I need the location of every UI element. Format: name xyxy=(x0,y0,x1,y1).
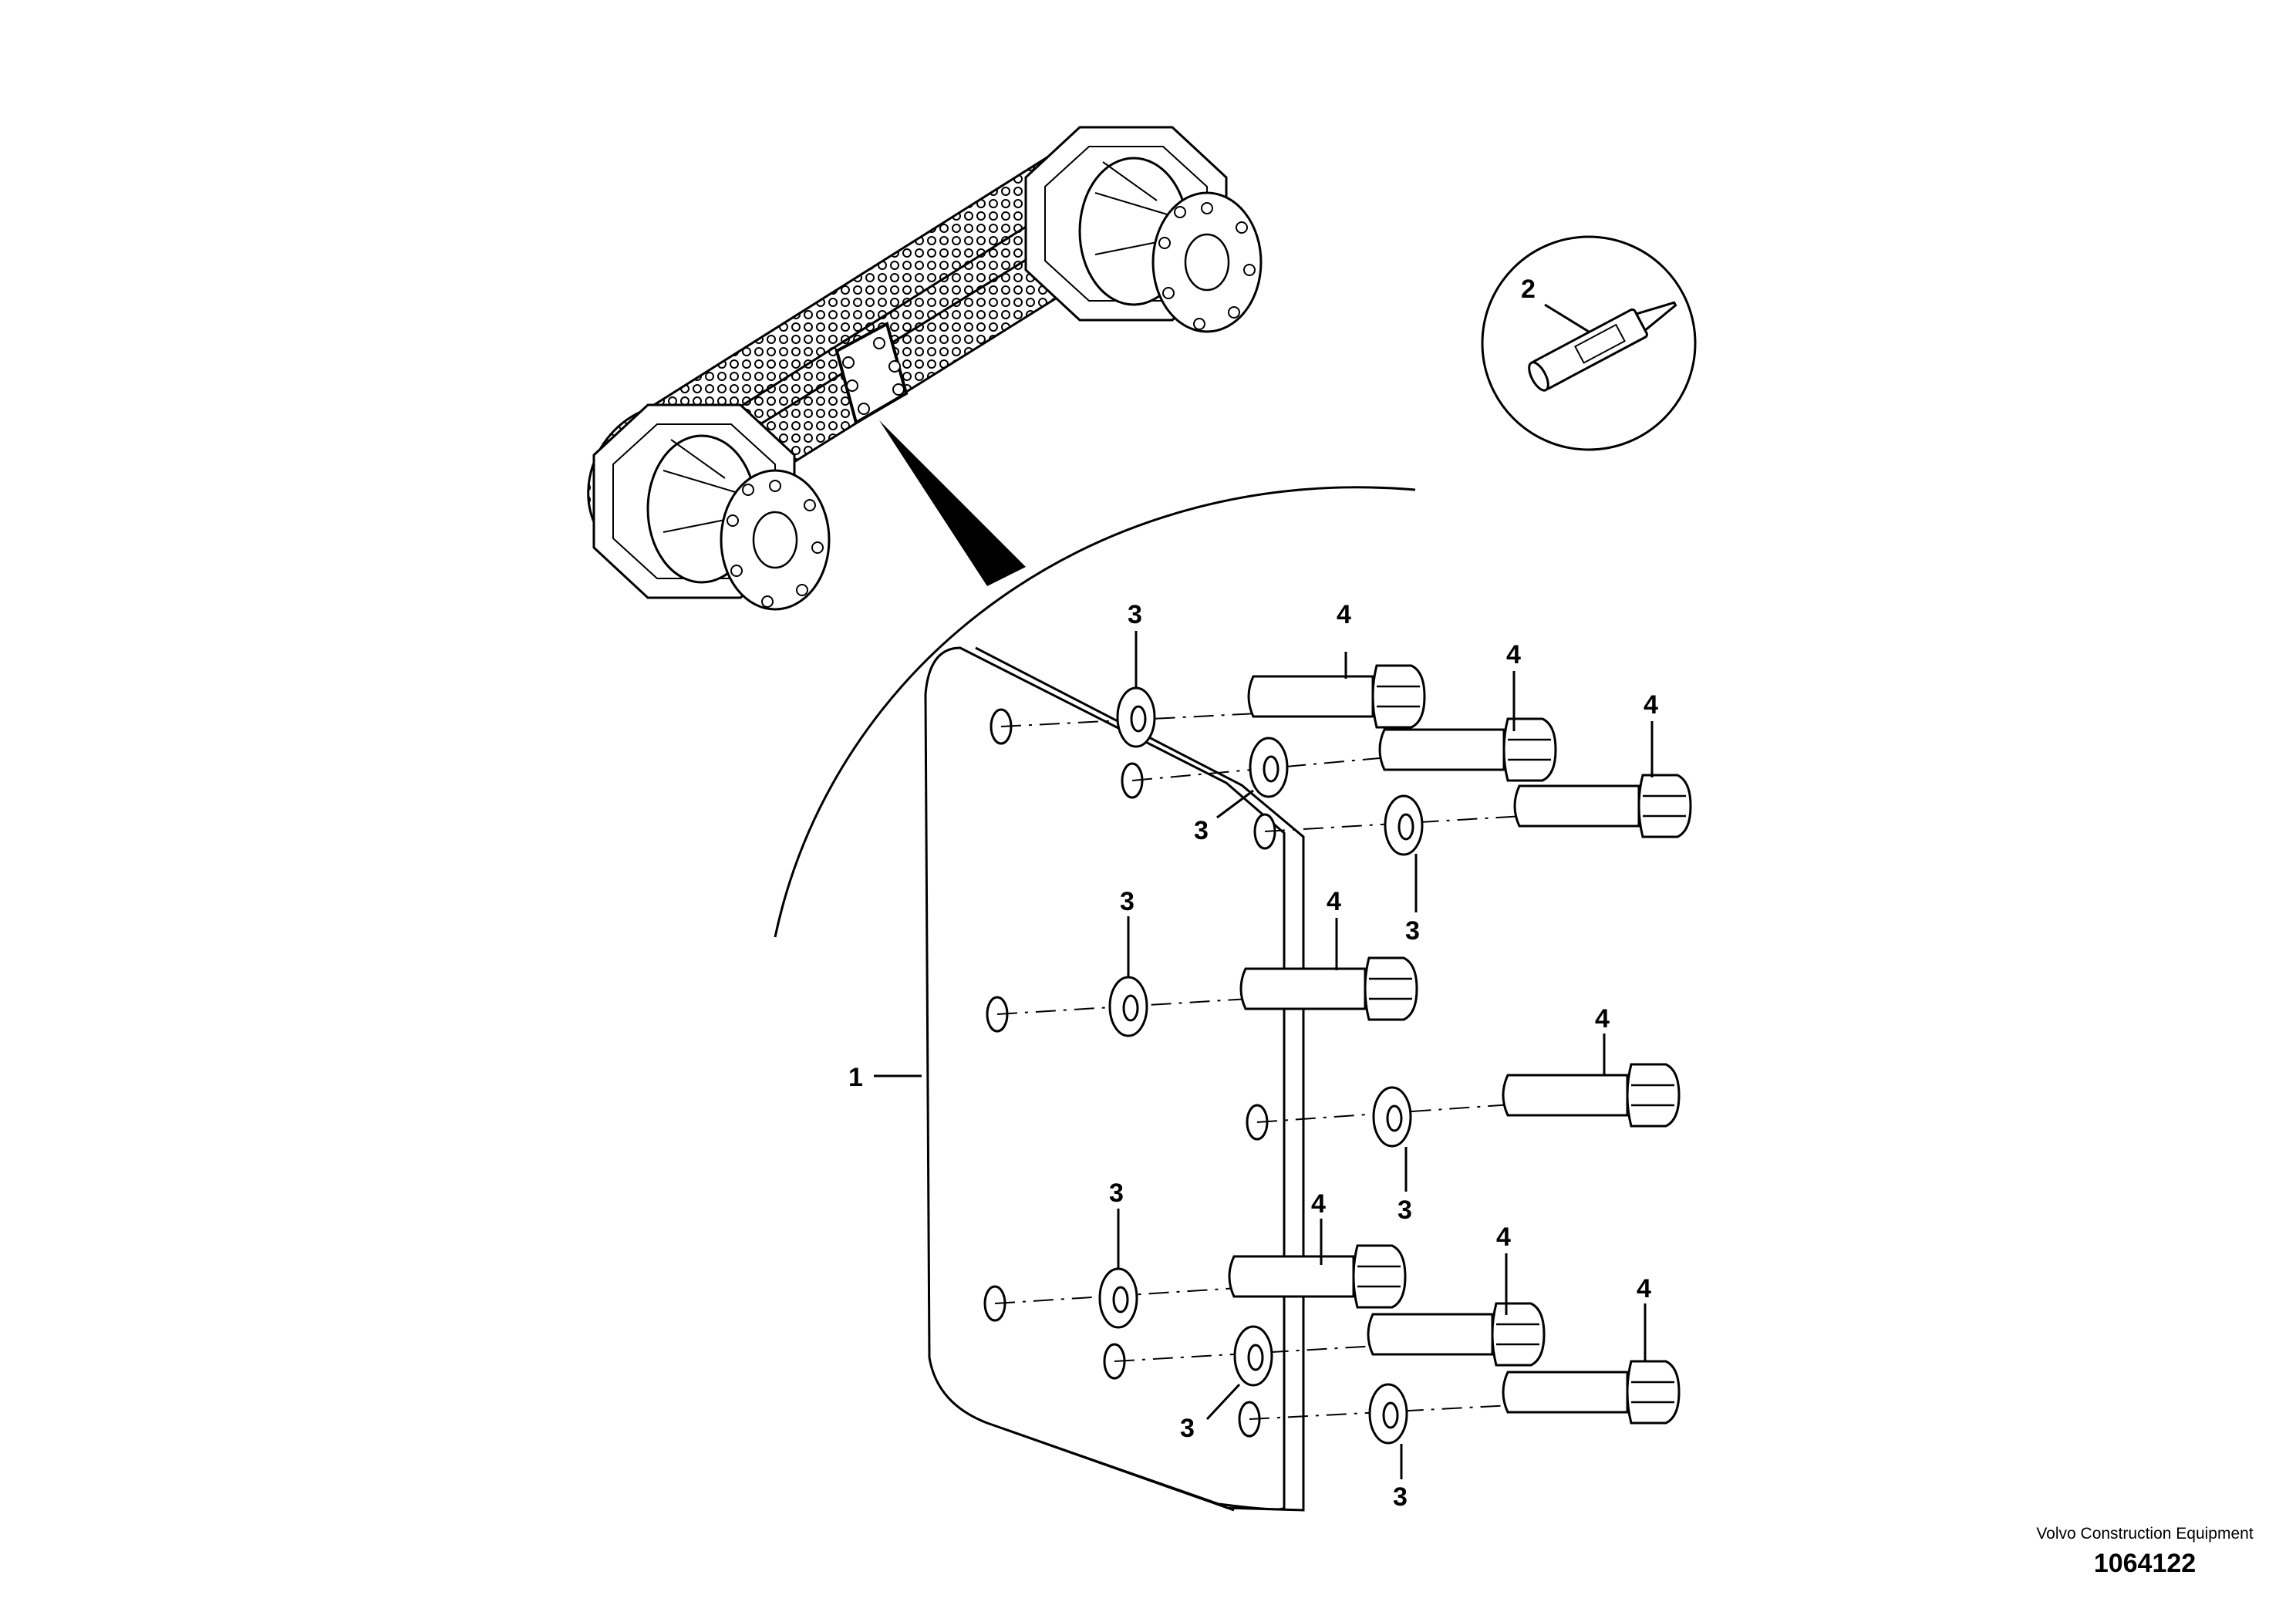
washer xyxy=(1372,1086,1412,1148)
leader-lines xyxy=(874,631,1654,1479)
cover-plate xyxy=(924,646,1305,1512)
bolts xyxy=(1228,664,1692,1425)
callout-4: 4 xyxy=(1506,640,1521,669)
cover-plate-small xyxy=(834,322,909,426)
callout-4: 4 xyxy=(1337,600,1351,629)
washer xyxy=(1108,976,1148,1037)
company-name: Volvo Construction Equipment xyxy=(2036,1525,2254,1543)
sealant-detail: 2 xyxy=(1481,235,1697,451)
washer xyxy=(1249,737,1289,798)
detail-view-boundary xyxy=(774,486,1416,938)
callout-3: 3 xyxy=(1109,1179,1124,1208)
callout-3: 3 xyxy=(1180,1414,1195,1443)
callout-4: 4 xyxy=(1496,1222,1511,1252)
callout-4: 4 xyxy=(1311,1189,1326,1219)
washer xyxy=(1098,1267,1138,1329)
washer xyxy=(1116,686,1156,748)
bolt xyxy=(1502,1360,1681,1425)
bolt xyxy=(1513,774,1692,838)
detail-pointer xyxy=(879,420,1026,586)
callout-labels: 1 3 4 4 4 3 3 3 4 4 3 3 4 4 4 3 3 xyxy=(848,600,1658,1512)
washer xyxy=(1368,1383,1408,1445)
washer xyxy=(1233,1325,1273,1387)
callout-4: 4 xyxy=(1637,1274,1651,1303)
document-number: 1064122 xyxy=(2093,1549,2197,1578)
footer-credit: Volvo Construction Equipment 1064122 xyxy=(2029,1523,2261,1579)
callout-1: 1 xyxy=(848,1063,863,1092)
bolt xyxy=(1247,664,1426,729)
chain-drive-assembly xyxy=(587,126,1263,611)
washer xyxy=(1384,794,1424,856)
callout-3: 3 xyxy=(1128,600,1142,629)
callout-3: 3 xyxy=(1393,1482,1408,1512)
callout-3: 3 xyxy=(1194,816,1209,845)
callout-2: 2 xyxy=(1521,275,1536,304)
bolt xyxy=(1502,1063,1681,1128)
callout-3: 3 xyxy=(1405,916,1420,946)
bolt xyxy=(1367,1302,1546,1367)
callout-4: 4 xyxy=(1595,1004,1610,1034)
callout-4: 4 xyxy=(1327,887,1341,916)
callout-3: 3 xyxy=(1120,887,1135,916)
callout-4: 4 xyxy=(1644,690,1658,720)
callout-3: 3 xyxy=(1397,1195,1412,1225)
rear-hub xyxy=(1024,126,1263,333)
